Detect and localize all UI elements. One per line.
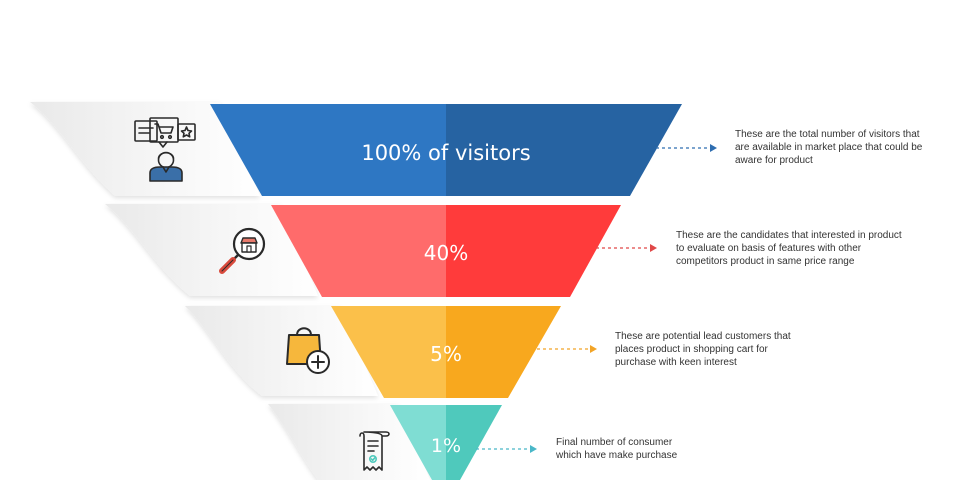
stage-4-label: 1% (431, 435, 461, 457)
ribbon-stage-1 (30, 102, 260, 196)
stage-2-description: These are the candidates that interested… (676, 230, 902, 267)
arrow-stage-2 (596, 244, 657, 252)
shopping-bag-add-icon (286, 327, 330, 374)
stage-1-label: 100% of visitors (361, 141, 530, 165)
receipt-icon (359, 431, 390, 471)
background-ribbons (30, 102, 430, 480)
segment-3-left (331, 306, 446, 398)
arrow-stage-3 (537, 345, 597, 353)
stage-1-description: These are the total number of visitors t… (735, 129, 923, 166)
stage-3-description: These are potential lead customers that … (615, 331, 791, 368)
ribbon-stage-4 (268, 404, 430, 480)
segment-3-right (446, 306, 561, 398)
stage-3-label: 5% (430, 342, 462, 366)
arrow-stage-1 (656, 144, 717, 152)
stage-4-description: Final number of consumer which have make… (556, 437, 678, 461)
stage-2-label: 40% (424, 241, 468, 265)
segment-4-left (390, 405, 446, 480)
ribbon-stage-2 (105, 204, 318, 296)
connector-arrows (476, 144, 717, 453)
segment-2-right (446, 205, 621, 297)
segment-4-right (446, 405, 502, 480)
arrow-stage-4 (476, 445, 537, 453)
ribbon-stage-3 (185, 306, 378, 396)
search-store-icon (219, 227, 266, 274)
stage-labels: 100% of visitors 40% 5% 1% (361, 141, 530, 457)
segment-2-left (271, 205, 446, 297)
customer-cart-review-icon (134, 117, 196, 182)
segment-1-left (210, 104, 446, 196)
funnel-segments (210, 104, 682, 480)
segment-1-right (446, 104, 682, 196)
